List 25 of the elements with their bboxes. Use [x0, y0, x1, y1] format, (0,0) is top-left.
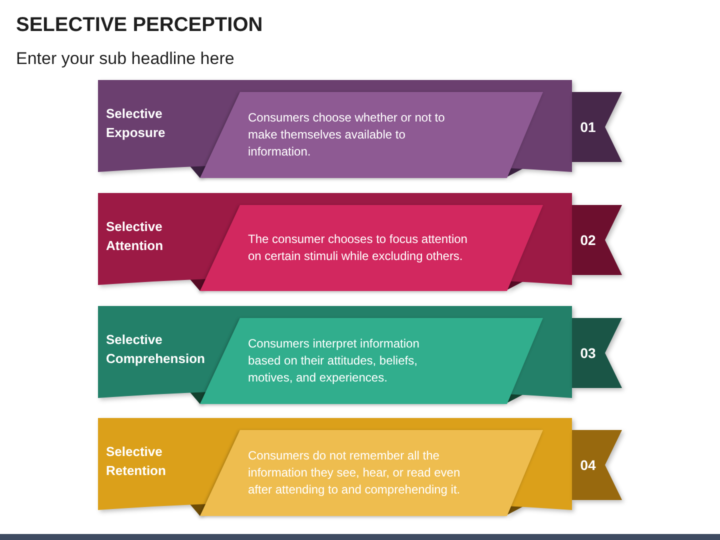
number-tab [572, 92, 622, 162]
step-number: 03 [579, 344, 597, 362]
description-text: The consumer chooses to focus attention on certain stimuli while excluding others. [248, 231, 468, 265]
ribbon-banner [98, 418, 572, 516]
description-panel [200, 205, 543, 291]
description-text: Consumers choose whether or not to make themselves available to information. [248, 110, 446, 160]
description-text: Consumers do not remember all the information they see, hear, or read even after attending to and comprehending it. [248, 448, 462, 498]
ribbon-banner [98, 306, 572, 404]
banner-heading: Selective Exposure [106, 105, 166, 142]
number-tab [572, 318, 622, 388]
description-text: Consumers interpret information based on their attitudes, beliefs, motives, and experiences. [248, 336, 420, 386]
slide-title: SELECTIVE PERCEPTION [16, 13, 263, 37]
step-number: 01 [579, 118, 597, 136]
banner-heading: Selective Comprehension [106, 331, 206, 368]
description-panel [200, 92, 543, 178]
banner-heading: Selective Attention [106, 218, 164, 255]
step-number: 04 [579, 456, 597, 474]
ribbon-banner [98, 193, 572, 291]
step-number: 02 [579, 231, 597, 249]
number-tab [572, 430, 622, 500]
banner-heading: Selective Retention [106, 443, 167, 480]
ribbon-banner [98, 80, 572, 178]
description-panel [200, 430, 543, 516]
number-tab [572, 205, 622, 275]
slide-subtitle: Enter your sub headline here [16, 48, 234, 69]
